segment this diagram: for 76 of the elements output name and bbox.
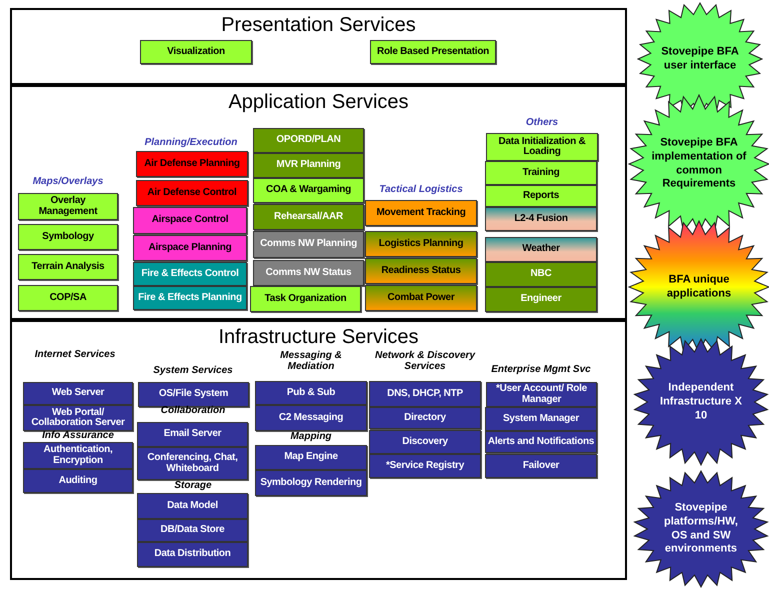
service-box: Data Distribution [137, 542, 248, 567]
section-panel [10, 8, 627, 85]
service-box: Conferencing, Chat, Whiteboard [137, 447, 248, 480]
callout-text: Stovepipe platforms/HW, OS and SW environments [663, 502, 739, 556]
group-heading: Enterprise Mgmt Svc [490, 364, 592, 375]
service-box: Symbology [18, 224, 118, 250]
service-box: Role Based Presentation [370, 40, 496, 64]
service-box: Fire & Effects Control [133, 262, 247, 286]
service-box: Failover [485, 454, 597, 478]
service-box: OS/File System [138, 382, 249, 407]
section-title: Presentation Services [220, 14, 417, 37]
group-heading: Others [524, 117, 560, 128]
section-panel [10, 85, 627, 320]
service-box: Comms NW Status [253, 260, 364, 286]
service-box: *Service Registry [369, 454, 481, 478]
service-box: NBC [485, 262, 597, 287]
callout-text: Independent Infrastructure X 10 [659, 381, 743, 423]
group-heading: Mapping [289, 431, 333, 442]
service-box: Weather [485, 237, 597, 262]
service-box: Rehearsal/AAR [253, 204, 364, 230]
service-box: Terrain Analysis [18, 254, 118, 280]
service-box: Fire & Effects Planning [133, 286, 247, 310]
service-box: Web Portal/ Collaboration Server [23, 405, 133, 431]
service-box: DNS, DHCP, NTP [369, 381, 481, 407]
service-box: Training [485, 161, 597, 185]
service-box: *User Account/ Role Manager [486, 382, 597, 407]
service-box: Comms NW Planning [253, 231, 364, 258]
callout-text: Stovepipe BFA user interface [660, 45, 740, 73]
service-box: Alerts and Notifications [485, 431, 597, 453]
service-box: COP/SA [18, 285, 118, 311]
group-heading: System Services [152, 365, 234, 376]
group-heading: Tactical Logistics [378, 184, 464, 195]
section-title: Infrastructure Services [217, 326, 420, 349]
service-box: COA & Wargaming [253, 178, 364, 203]
group-heading: Maps/Overlays [32, 176, 104, 187]
group-heading: Network & Discovery Services [374, 350, 476, 372]
group-heading: Planning/Execution [144, 137, 238, 148]
service-box: Data Initialization & Loading [486, 133, 598, 161]
service-box: Engineer [485, 287, 597, 312]
group-heading: Messaging & Mediation [279, 350, 343, 372]
service-box: Directory [369, 407, 481, 429]
service-box: OPORD/PLAN [253, 128, 364, 153]
service-box: DB/Data Store [137, 519, 248, 542]
group-heading: Internet Services [34, 349, 116, 360]
service-box: Pub & Sub [255, 381, 367, 405]
service-box: Visualization [140, 40, 252, 64]
service-box: Authentication, Encryption [23, 442, 133, 469]
service-box: Auditing [23, 469, 133, 493]
service-box: Symbology Rendering [255, 470, 367, 496]
service-box: Data Model [137, 493, 248, 519]
group-heading: Collaboration [160, 405, 226, 416]
section-title: Application Services [227, 91, 410, 114]
section-panel [10, 320, 627, 580]
service-box: Overlay Management [18, 193, 118, 220]
service-box: Movement Tracking [365, 200, 477, 226]
callout-text: BFA unique applications [666, 273, 732, 301]
service-box: System Manager [485, 407, 597, 431]
service-box: L2-4 Fusion [485, 207, 597, 231]
service-box: Task Organization [250, 286, 361, 312]
service-box: MVR Planning [253, 153, 364, 178]
service-box: Combat Power [365, 285, 477, 311]
service-box: Email Server [137, 422, 248, 447]
service-box: Air Defense Planning [136, 151, 248, 177]
service-box: Air Defense Control [136, 180, 248, 206]
service-box: C2 Messaging [255, 405, 367, 431]
service-box: Airspace Planning [133, 235, 247, 261]
callout-text: Stovepipe BFA implementation of common Requirements [650, 136, 748, 192]
service-box: Web Server [23, 382, 133, 405]
group-heading: Info Assurance [41, 430, 115, 441]
service-box: Map Engine [255, 445, 367, 470]
group-heading: Storage [173, 480, 213, 491]
service-box: Readiness Status [365, 258, 477, 284]
service-box: Logistics Planning [365, 231, 477, 257]
service-box: Discovery [369, 430, 481, 454]
service-box: Airspace Control [133, 207, 247, 234]
service-box: Reports [485, 185, 597, 207]
